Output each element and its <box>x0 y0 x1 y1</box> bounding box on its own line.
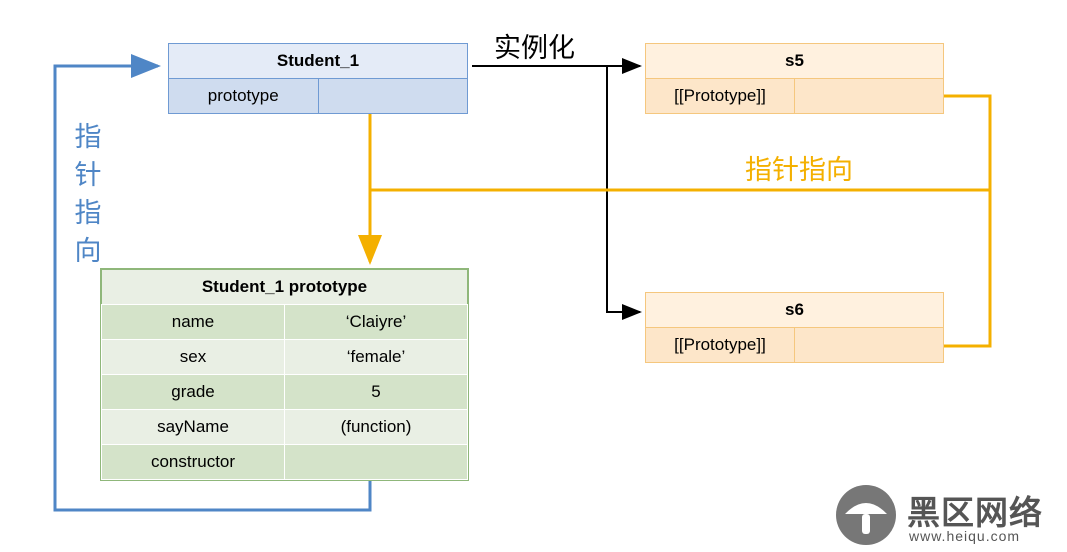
student1-prototype-value <box>317 78 468 114</box>
proto-value-sex: ‘female’ <box>284 339 468 375</box>
watermark-brand: 黑区网络 <box>907 494 1043 531</box>
watermark-url: www.heiqu.com <box>909 528 1021 544</box>
pointer-label-yellow: 指针指向 <box>745 155 853 185</box>
proto-value-sayname: (function) <box>284 409 468 445</box>
proto-key-sayname: sayName <box>101 409 285 445</box>
constructor-pointer-arrow <box>53 54 372 512</box>
pointer-label-blue-char: 向 <box>74 236 102 266</box>
s5-title: s5 <box>645 43 944 79</box>
student1-title: Student_1 <box>168 43 468 79</box>
prototype-table-title: Student_1 prototype <box>101 269 468 305</box>
proto-key-name: name <box>101 304 285 340</box>
s5-prototype-field: [[Prototype]] <box>645 78 795 114</box>
proto-key-constructor: constructor <box>101 444 285 480</box>
pointer-label-blue-char: 指 <box>74 198 102 228</box>
proto-value-grade: 5 <box>284 374 468 410</box>
proto-key-grade: grade <box>101 374 285 410</box>
proto-value-constructor <box>284 444 468 480</box>
s6-prototype-value <box>794 327 944 363</box>
student1-prototype-field: prototype <box>168 78 319 114</box>
s6-box: s6 [[Prototype]] <box>645 292 944 363</box>
s5-pointer-line <box>920 94 992 348</box>
s5-prototype-value <box>794 78 944 114</box>
mushroom-logo-icon <box>836 485 896 545</box>
pointer-label-blue-char: 指 <box>74 122 102 152</box>
pointer-label-blue-char: 针 <box>74 160 102 190</box>
proto-value-name: ‘Claiyre’ <box>284 304 468 340</box>
instantiate-label: 实例化 <box>494 33 575 63</box>
s6-title: s6 <box>645 292 944 328</box>
instantiate-arrow-s6 <box>606 66 642 320</box>
proto-key-sex: sex <box>101 339 285 375</box>
s6-prototype-field: [[Prototype]] <box>645 327 795 363</box>
pointer-label-blue: 指 针 指 向 <box>73 118 103 270</box>
s5-box: s5 [[Prototype]] <box>645 43 944 114</box>
prototype-table: Student_1 prototype name ‘Claiyre’ sex ‘… <box>100 268 469 481</box>
watermark: 黑区网络 www.heiqu.com <box>835 484 1060 546</box>
student1-box: Student_1 prototype <box>168 43 468 114</box>
